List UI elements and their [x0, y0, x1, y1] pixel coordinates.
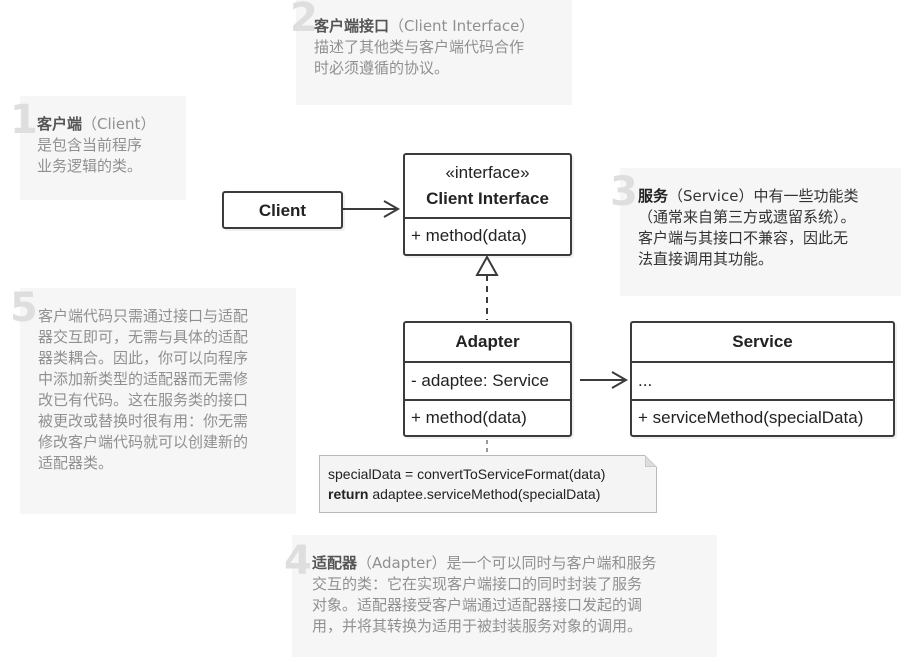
note-line: （通常来自第三方或遗留系统）。 — [638, 208, 856, 226]
adapter-class: Adapter - adaptee: Service + method(data… — [403, 321, 572, 437]
note-line: 用，并将其转换为适用于被封装服务对象的调用。 — [312, 617, 643, 635]
stereotype: «interface» — [445, 163, 530, 182]
note-line: 修改客户端代码就可以创建新的 — [38, 433, 249, 451]
code-keyword: return — [328, 486, 369, 502]
note-client-code: 5 客户端代码只需通过接口与适配 器交互即可，无需与具体的适配 器类耦合。因此，… — [10, 288, 296, 514]
class-name: Adapter — [455, 332, 520, 351]
note-number: 1 — [10, 97, 38, 143]
field: - adaptee: Service — [411, 371, 549, 390]
divider — [632, 361, 893, 363]
note-line: 客户端代码只需通过接口与适配 — [38, 307, 249, 325]
divider — [405, 217, 570, 219]
note-subtitle: （Client） — [82, 115, 156, 133]
note-number: 3 — [610, 169, 638, 215]
note-subtitle: （Client Interface） — [389, 17, 535, 35]
code-line: specialData = convertToServiceFormat(dat… — [328, 466, 606, 482]
note-line: 被更改或替换时很有用：你无需 — [38, 412, 249, 430]
note-line: 对象。适配器接受客户端通过适配器接口发起的调 — [312, 596, 643, 614]
code-expression: adaptee.serviceMethod(specialData) — [368, 486, 601, 502]
note-subtitle: （Adapter）是一个可以同时与客户端和服务 — [357, 554, 657, 572]
note-title: 适配器 — [312, 554, 358, 572]
note-line: 适配器类。 — [38, 454, 114, 472]
note-subtitle: （Service）中有一些功能类 — [668, 187, 859, 205]
note-service: 3 服务（Service）中有一些功能类 （通常来自第三方或遗留系统）。 客户端… — [610, 168, 901, 296]
method: + method(data) — [411, 226, 527, 245]
arrowhead — [611, 371, 629, 389]
note-adapter: 4 适配器（Adapter）是一个可以同时与客户端和服务 交互的类：它在实现客户… — [284, 535, 717, 657]
note-title: 客户端 — [37, 115, 83, 133]
divider — [405, 361, 570, 363]
service-class: Service ... + serviceMethod(specialData) — [630, 321, 895, 437]
folded-corner-icon — [645, 455, 657, 467]
client-class: Client — [222, 191, 343, 229]
divider — [405, 399, 570, 401]
field: ... — [638, 371, 653, 390]
note-client-interface: 2 客户端接口（Client Interface） 描述了其他类与客户端代码合作… — [290, 0, 572, 105]
note-line: 器交互即可，无需与具体的适配 — [38, 328, 249, 346]
arrowhead — [383, 200, 401, 218]
note-line: 是包含当前程序 — [37, 136, 143, 154]
note-title: 服务 — [638, 187, 669, 205]
note-line: 描述了其他类与客户端代码合作 — [314, 38, 525, 56]
note-line: 客户端与其接口不兼容，因此无 — [638, 229, 849, 247]
note-number: 4 — [284, 538, 312, 584]
class-name: Client Interface — [426, 189, 549, 208]
note-line: 改已有代码。这在服务类的接口 — [38, 391, 249, 409]
note-line: 交互的类：它在实现客户端接口的同时封装了服务 — [312, 575, 643, 593]
class-name: Service — [732, 332, 793, 351]
code-line: return adaptee.serviceMethod(specialData… — [328, 484, 648, 504]
note-number: 5 — [10, 285, 38, 331]
note-title: 客户端接口 — [314, 17, 390, 35]
realization-arrowhead — [475, 254, 499, 276]
method: + serviceMethod(specialData) — [638, 408, 864, 427]
class-name: Client — [258, 201, 307, 220]
divider — [632, 399, 893, 401]
method: + method(data) — [411, 408, 527, 427]
note-number: 2 — [290, 0, 318, 41]
note-line: 中添加新类型的适配器而无需修 — [38, 370, 249, 388]
note-client: 1 客户端（Client） 是包含当前程序 业务逻辑的类。 — [10, 96, 186, 200]
note-line: 法直接调用其功能。 — [638, 250, 774, 268]
note-line: 业务逻辑的类。 — [37, 157, 143, 175]
client-interface-class: «interface» Client Interface + method(da… — [403, 153, 572, 256]
note-line: 器类耦合。因此，你可以向程序 — [38, 349, 249, 367]
note-line: 时必须遵循的协议。 — [314, 59, 450, 77]
code-note: specialData = convertToServiceFormat(dat… — [319, 455, 657, 513]
